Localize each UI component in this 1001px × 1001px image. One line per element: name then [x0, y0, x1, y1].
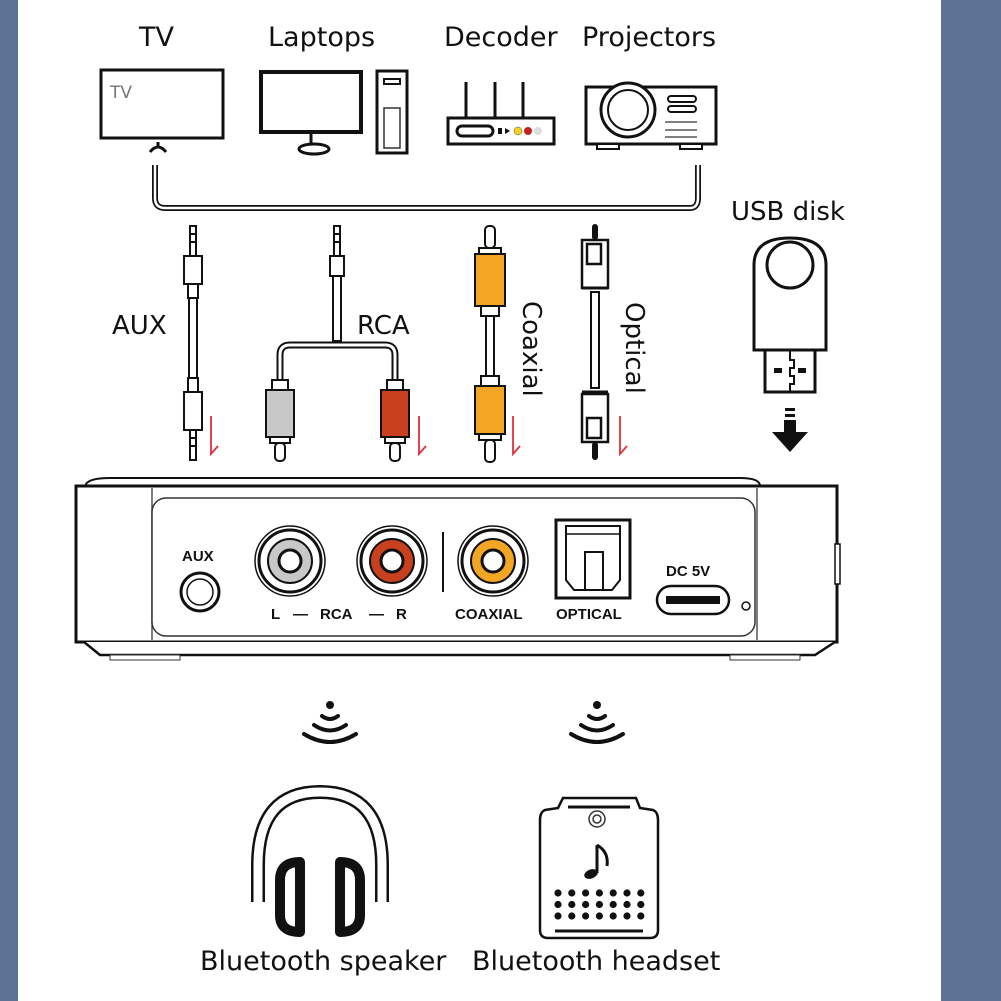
- headphones-icon: [251, 784, 389, 937]
- panel-label-aux: AUX: [182, 548, 214, 565]
- cable-label-aux: AUX: [112, 311, 167, 341]
- music-note-icon: [584, 843, 609, 879]
- panel-label-dc5v: DC 5V: [666, 563, 711, 580]
- arrow-down-icon: [512, 416, 521, 457]
- source-label-tv: TV: [139, 22, 174, 53]
- optical-port: [554, 518, 632, 600]
- source-label-projectors: Projectors: [582, 22, 717, 53]
- grille-dot: [568, 912, 576, 920]
- coaxial-cable: [474, 225, 506, 463]
- grille-dot: [554, 900, 562, 909]
- cable-label-rca: RCA: [357, 311, 410, 341]
- optical-cable: [580, 224, 610, 460]
- grille-dot: [568, 900, 576, 909]
- tv-screen-text: TV: [109, 83, 132, 103]
- rca-left-port: [254, 525, 326, 597]
- panel-label-optical: OPTICAL: [556, 606, 622, 623]
- grille-dot: [595, 900, 604, 909]
- speaker-grille: [554, 889, 645, 920]
- panel-label-rca-right: R: [396, 606, 407, 623]
- source-bracket: [152, 165, 701, 211]
- grille-dot: [595, 889, 604, 897]
- insert-arrows: [210, 416, 628, 457]
- rca-right-port: [356, 525, 428, 597]
- grille-dot: [582, 900, 590, 909]
- source-label-laptops: Laptops: [268, 22, 376, 53]
- grille-dot: [582, 912, 590, 920]
- panel-label-rca: RCA: [320, 606, 353, 623]
- grille-dot: [637, 889, 645, 897]
- arrow-down-icon: [619, 416, 628, 457]
- arrow-down-icon: [772, 432, 808, 452]
- output-label-headset: Bluetooth headset: [472, 946, 721, 977]
- grille-dot: [623, 900, 631, 909]
- tv-icon: TV: [99, 68, 225, 153]
- grille-dot: [554, 912, 562, 920]
- grille-dot: [582, 889, 590, 897]
- grille-dot: [609, 900, 617, 909]
- bluetooth-signal-icon: [569, 701, 625, 744]
- status-led: [741, 601, 751, 611]
- aux-cable: [183, 225, 203, 461]
- bluetooth-transmitter-device: [74, 477, 841, 661]
- usb-disk-label: USB disk: [731, 197, 845, 227]
- panel-label-coaxial: COAXIAL: [455, 606, 523, 623]
- aux-port: [179, 571, 221, 613]
- frame-border-left: [0, 0, 18, 1001]
- rca-cable: [265, 225, 410, 462]
- panel-label-dash-left: —: [293, 606, 308, 623]
- grille-dot: [554, 889, 562, 897]
- arrow-down-icon: [210, 416, 219, 457]
- grille-dot: [568, 889, 576, 897]
- grille-dot: [637, 912, 645, 920]
- desktop-computer-icon: [259, 69, 409, 156]
- decoder-icon: [446, 82, 556, 146]
- speaker-icon: [538, 796, 660, 940]
- grille-dot: [623, 912, 631, 920]
- grille-dot: [595, 912, 604, 920]
- panel-label-rca-left: L: [271, 606, 281, 623]
- grille-dot: [609, 889, 617, 897]
- arrow-down-icon: [418, 416, 427, 457]
- cable-label-coaxial: Coaxial: [516, 301, 546, 397]
- coaxial-port: [457, 525, 529, 597]
- grille-dot: [609, 912, 617, 920]
- usb-c-power-port: [655, 584, 731, 616]
- grille-dot: [623, 889, 631, 897]
- bluetooth-signal-icon: [302, 701, 358, 744]
- usb-disk-icon: [752, 236, 828, 452]
- output-label-speaker: Bluetooth speaker: [200, 946, 447, 977]
- panel-label-dash-right: —: [369, 606, 384, 623]
- source-label-decoder: Decoder: [444, 22, 558, 53]
- frame-border-right: [941, 0, 1001, 1001]
- cable-label-optical: Optical: [619, 302, 649, 394]
- projector-icon: [584, 81, 718, 150]
- grille-dot: [637, 900, 645, 909]
